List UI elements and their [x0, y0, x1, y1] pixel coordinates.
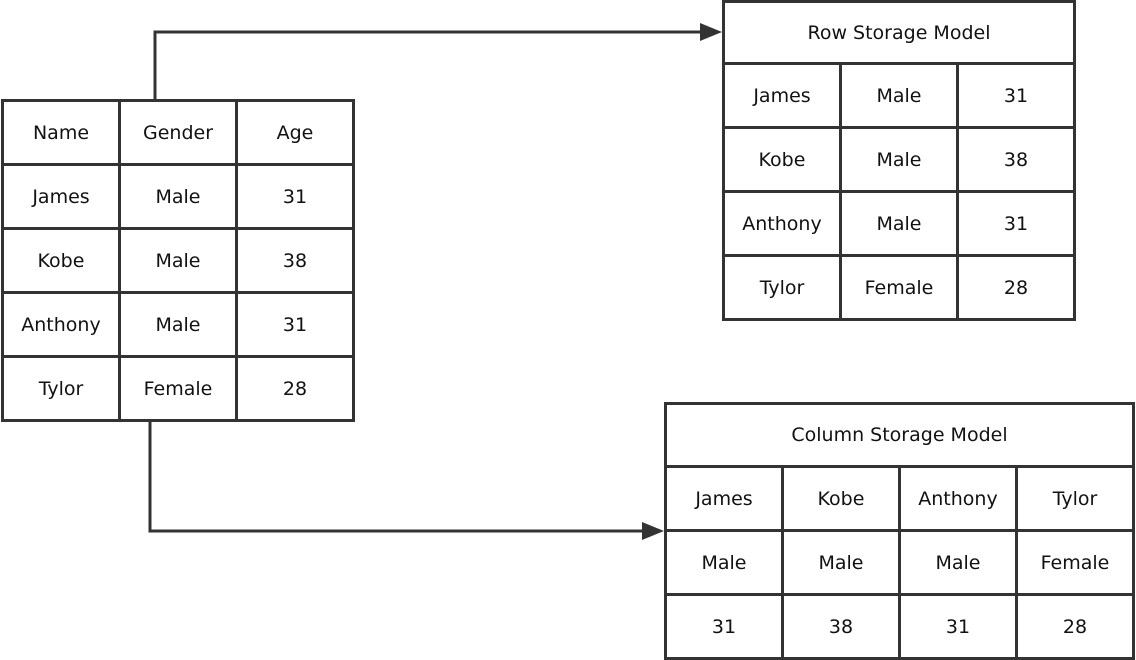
column-model-cell: Anthony — [898, 465, 1018, 532]
source-cell: Kobe — [1, 227, 121, 294]
source-row: Anthony Male 31 — [1, 291, 355, 358]
column-model-title: Column Storage Model — [664, 402, 1135, 468]
source-cell: Male — [118, 291, 238, 358]
row-model-cell: Male — [839, 190, 959, 257]
column-model-row: Male Male Male Female — [664, 529, 1135, 596]
column-model-cell: Kobe — [781, 465, 901, 532]
column-model-cell: Male — [781, 529, 901, 596]
source-cell: James — [1, 163, 121, 230]
source-row: Tylor Female 28 — [1, 355, 355, 422]
row-model-cell: 28 — [956, 254, 1076, 321]
column-model-row: James Kobe Anthony Tylor — [664, 465, 1135, 532]
arrowhead-right-icon — [700, 23, 722, 41]
row-model-row: James Male 31 — [722, 62, 1076, 129]
header-cell-gender: Gender — [118, 99, 238, 166]
column-model-cell: 31 — [898, 593, 1018, 660]
column-model-cell: Female — [1015, 529, 1135, 596]
header-cell-age: Age — [235, 99, 355, 166]
source-cell: Anthony — [1, 291, 121, 358]
arrowhead-right-icon — [642, 522, 664, 540]
source-row: James Male 31 — [1, 163, 355, 230]
source-header-row: Name Gender Age — [1, 99, 355, 166]
row-model-row: Anthony Male 31 — [722, 190, 1076, 257]
column-model-cell: 31 — [664, 593, 784, 660]
header-cell-name: Name — [1, 99, 121, 166]
row-model-cell: James — [722, 62, 842, 129]
source-row: Kobe Male 38 — [1, 227, 355, 294]
source-cell: 31 — [235, 291, 355, 358]
row-model-cell: Anthony — [722, 190, 842, 257]
arrow-to-column-model — [148, 420, 644, 533]
column-model-row: 31 38 31 28 — [664, 593, 1135, 660]
column-model-title-row: Column Storage Model — [664, 402, 1135, 468]
source-cell: Female — [118, 355, 238, 422]
source-cell: 31 — [235, 163, 355, 230]
row-model-title: Row Storage Model — [722, 0, 1076, 65]
row-model-cell: Tylor — [722, 254, 842, 321]
row-model-row: Tylor Female 28 — [722, 254, 1076, 321]
row-model-cell: Male — [839, 126, 959, 193]
source-cell: Tylor — [1, 355, 121, 422]
column-model-cell: Male — [898, 529, 1018, 596]
row-model-cell: 31 — [956, 190, 1076, 257]
row-model-cell: 31 — [956, 62, 1076, 129]
source-cell: Male — [118, 227, 238, 294]
column-storage-model-table: Column Storage Model James Kobe Anthony … — [664, 402, 1135, 660]
row-model-cell: Kobe — [722, 126, 842, 193]
row-model-cell: Female — [839, 254, 959, 321]
row-model-title-row: Row Storage Model — [722, 0, 1076, 65]
row-model-cell: Male — [839, 62, 959, 129]
column-model-cell: James — [664, 465, 784, 532]
row-storage-model-table: Row Storage Model James Male 31 Kobe Mal… — [722, 0, 1076, 321]
source-cell: 28 — [235, 355, 355, 422]
column-model-cell: 38 — [781, 593, 901, 660]
arrow-to-row-model — [153, 30, 702, 100]
source-cell: 38 — [235, 227, 355, 294]
column-model-cell: Tylor — [1015, 465, 1135, 532]
row-model-cell: 38 — [956, 126, 1076, 193]
column-model-cell: 28 — [1015, 593, 1135, 660]
row-model-row: Kobe Male 38 — [722, 126, 1076, 193]
source-cell: Male — [118, 163, 238, 230]
column-model-cell: Male — [664, 529, 784, 596]
source-table: Name Gender Age James Male 31 Kobe Male … — [1, 99, 355, 422]
